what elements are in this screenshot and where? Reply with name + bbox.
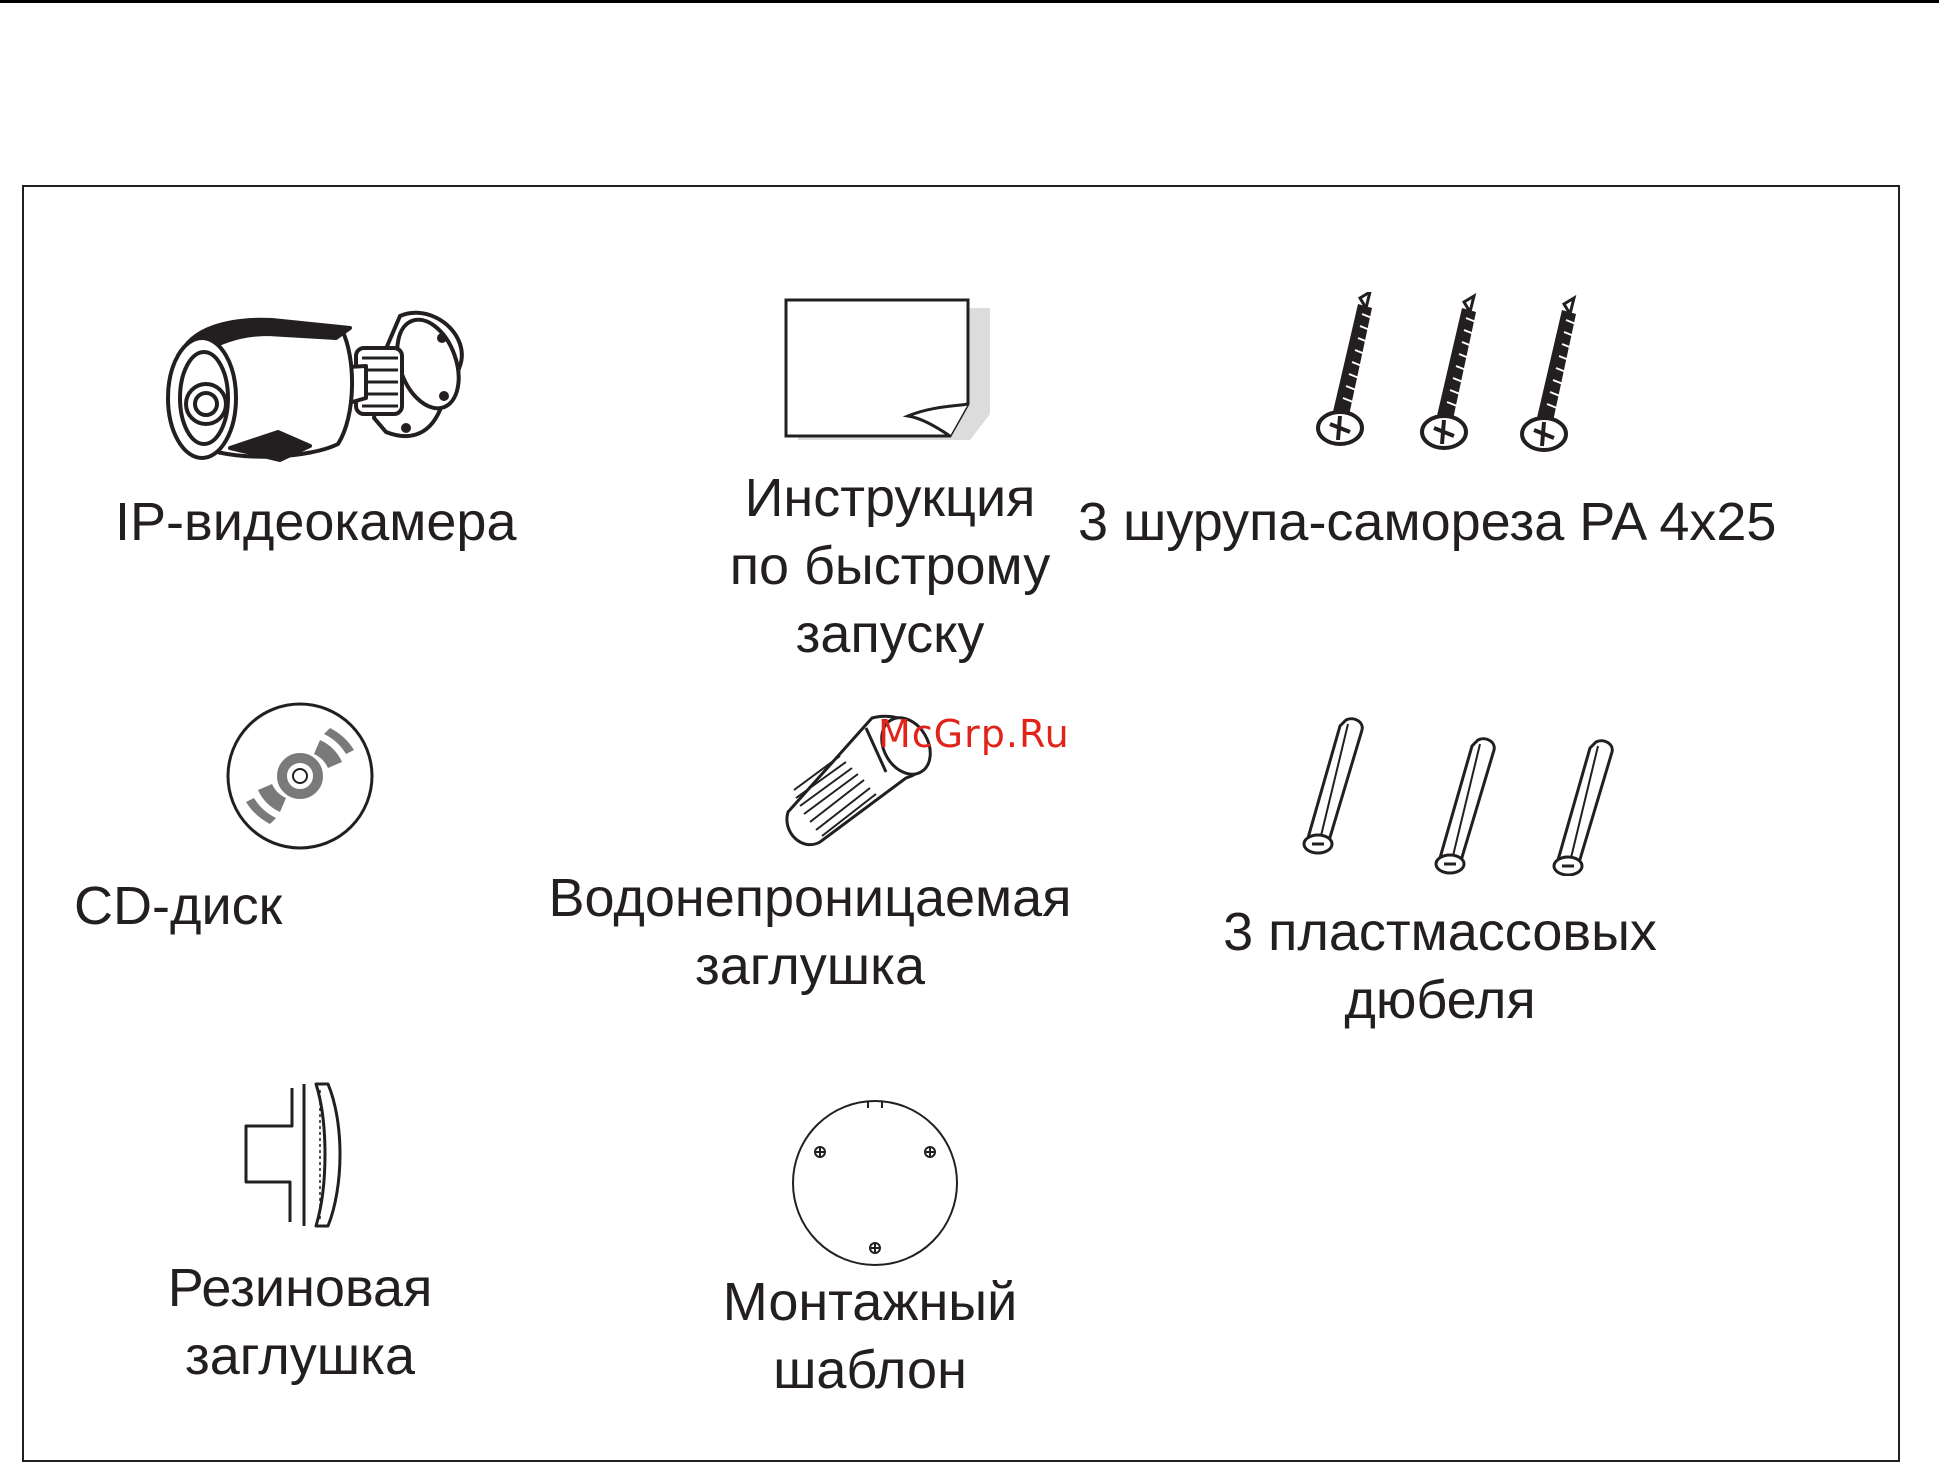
cd-icon — [224, 700, 376, 852]
watermark: McGrp.Ru — [878, 712, 1070, 756]
mounting-template-label: Монтажный шаблон — [680, 1268, 1060, 1404]
rubber-plug-icon — [240, 1082, 360, 1230]
screw-icon — [1310, 292, 1610, 452]
rubber-plug-label: Резиновая заглушка — [110, 1254, 490, 1390]
quick-guide-label: Инструкция по быстрому запуску — [700, 464, 1080, 668]
camera-icon — [160, 298, 490, 478]
anchor-icon — [1290, 716, 1640, 876]
template-icon — [790, 1098, 960, 1268]
document-icon — [772, 296, 992, 446]
ip-camera-label: IP-видеокамера — [115, 488, 517, 556]
cd-disk-label: CD-диск — [74, 872, 282, 940]
plastic-anchors-label: 3 пластмассовых дюбеля — [1190, 898, 1690, 1034]
top-rule — [0, 0, 1939, 3]
screws-label: 3 шурупа-самореза PA 4x25 — [1078, 488, 1776, 556]
waterproof-cap-label: Водонепроницаемая заглушка — [520, 864, 1100, 1000]
